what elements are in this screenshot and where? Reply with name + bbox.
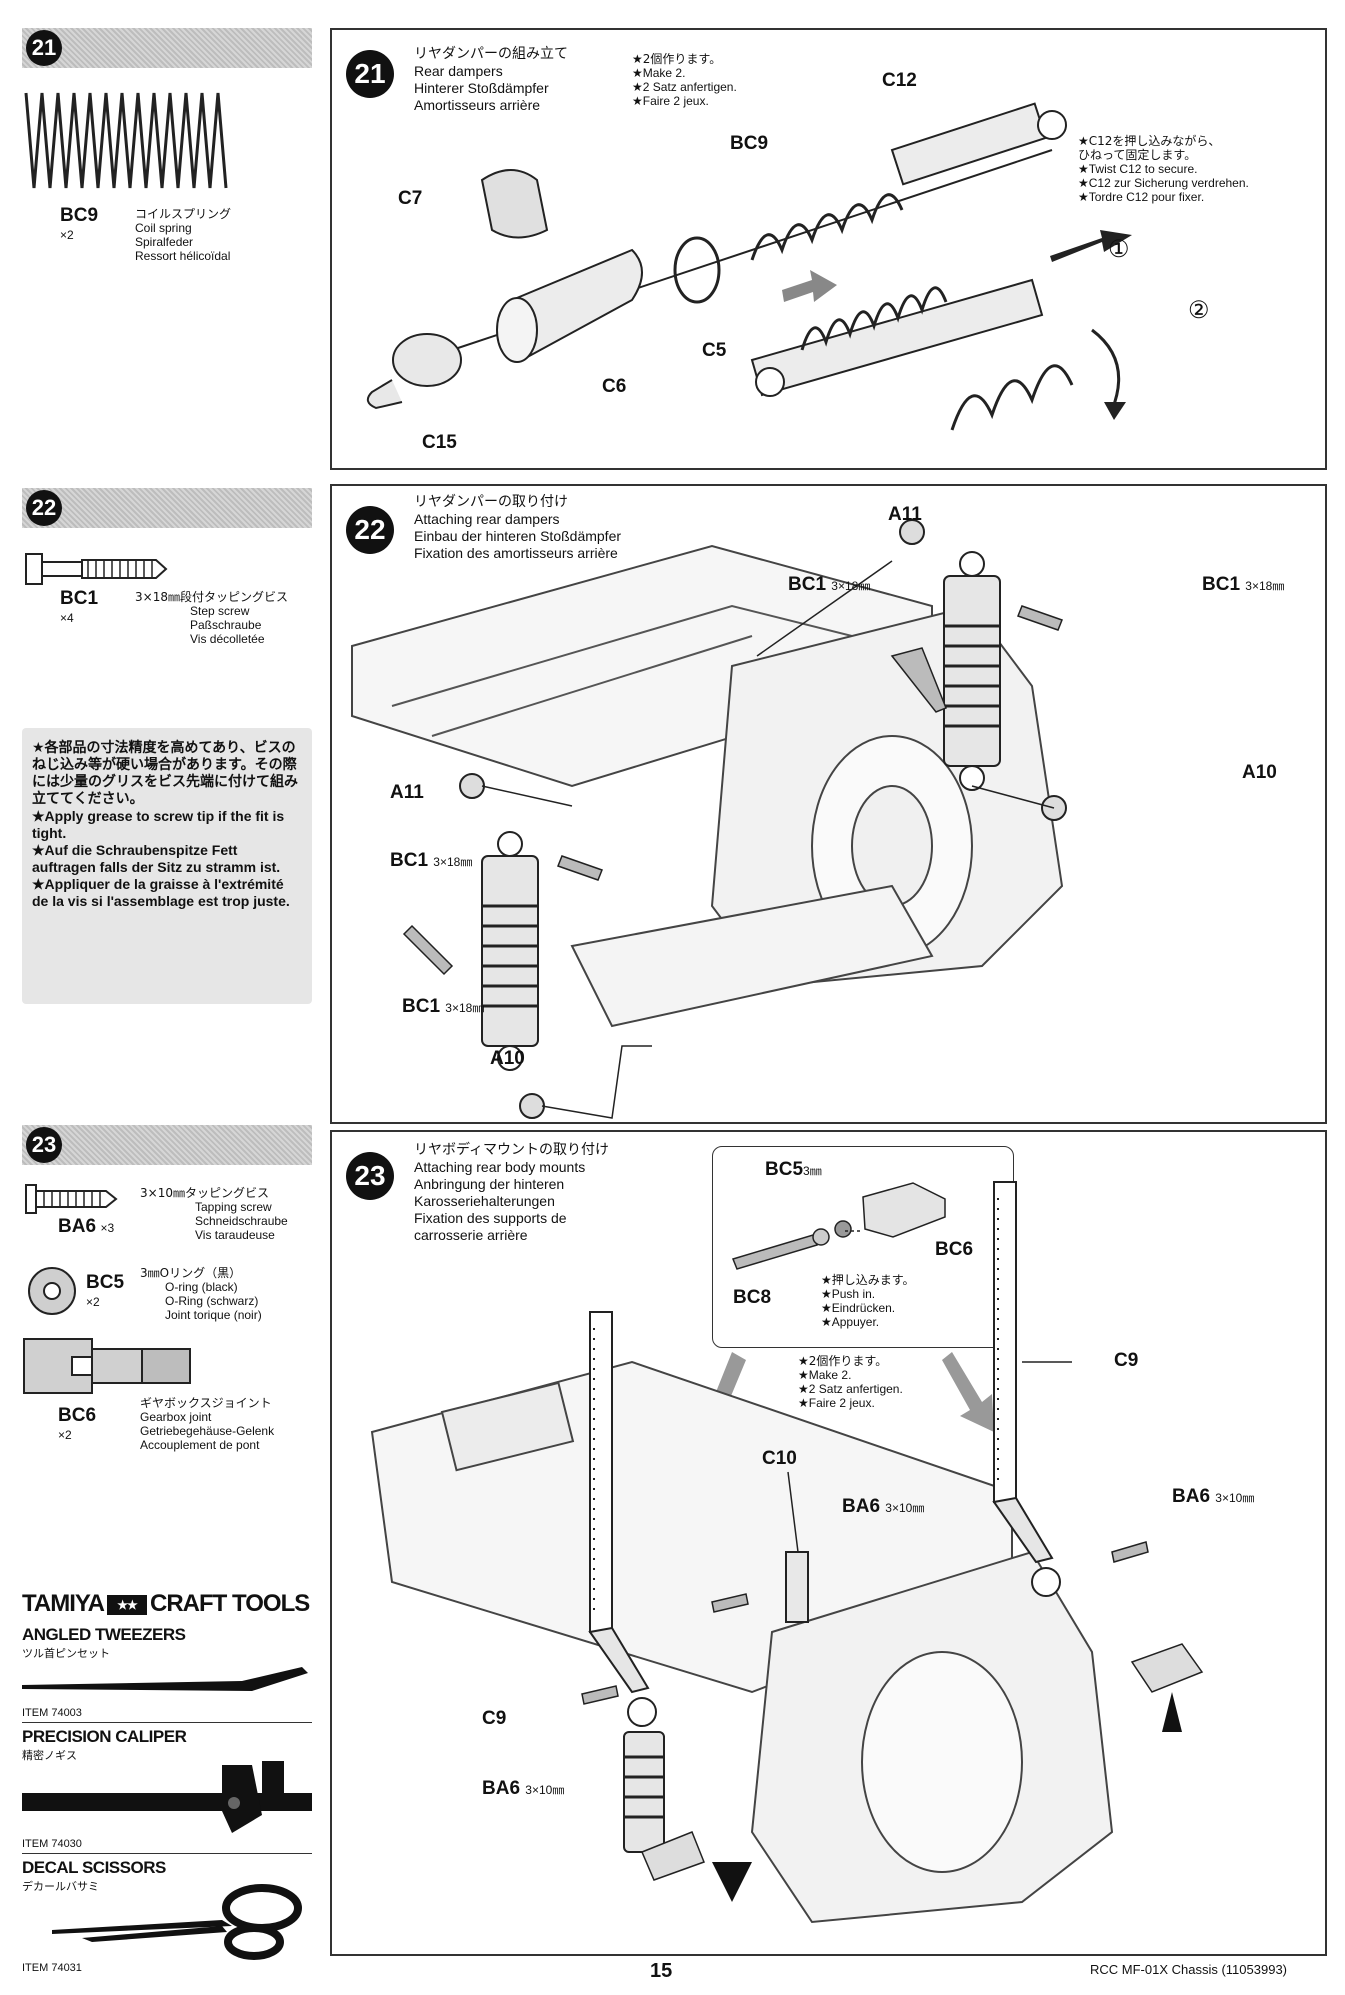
step22-panel-badge: 22: [346, 506, 394, 554]
label-a10-bottom: A10: [490, 1048, 525, 1069]
label-a10-right: A10: [1242, 762, 1277, 783]
step23-make-note: ★2個作ります。 ★Make 2. ★2 Satz anfertigen. ★F…: [798, 1354, 903, 1410]
page-number: 15: [650, 1960, 673, 1982]
tool-item-number: ITEM 74003: [22, 1707, 82, 1719]
label-ba6-b: BA6 3×10㎜: [1172, 1486, 1255, 1507]
step23-panel: 23 リヤボディマウントの取り付け Attaching rear body mo…: [330, 1130, 1327, 1956]
label-c9-left: C9: [482, 1708, 507, 1729]
label-bc1-c: BC1 3×18㎜: [390, 850, 473, 871]
label-bc1-b: BC1 3×18㎜: [1202, 574, 1285, 595]
step22-panel: 22 リヤダンパーの取り付け Attaching rear dampers Ei…: [330, 484, 1327, 1124]
step21-number-badge: 21: [26, 30, 62, 66]
chassis-body-mount-drawing: [370, 1181, 1204, 1924]
label-bc1-a: BC1 3×18㎜: [788, 574, 871, 595]
label-ba6-c: BA6 3×10㎜: [482, 1778, 565, 1799]
label-a11-top: A11: [888, 504, 922, 525]
part-qty: ×2: [60, 228, 74, 242]
label-bc6: BC6: [935, 1239, 974, 1260]
tapping-screw-icon: [25, 1184, 118, 1214]
gearbox-joint-icon: [23, 1338, 191, 1394]
label-step-2: ②: [1188, 297, 1210, 324]
step-screw-icon: [25, 553, 168, 585]
label-ba6-a: BA6 3×10㎜: [842, 1496, 925, 1517]
step23-panel-badge: 23: [346, 1152, 394, 1200]
label-c7: C7: [398, 188, 423, 209]
label-bc1-d: BC1 3×18㎜: [402, 996, 485, 1017]
grease-note: ★各部品の寸法精度を高めてあり、ビスのねじ込み等が硬い場合があります。その際には…: [22, 728, 312, 1004]
label-bc9: BC9: [730, 133, 769, 154]
label-bc8: BC8: [733, 1287, 772, 1308]
tweezers-icon: [22, 1667, 308, 1691]
label-c10: C10: [762, 1448, 797, 1469]
tool-name: ANGLED TWEEZERS: [22, 1625, 186, 1644]
step23-title: リヤボディマウントの取り付け Attaching rear body mount…: [414, 1142, 610, 1243]
part-ba6: BA6 ×3: [58, 1216, 115, 1237]
scissors-icon: [52, 1884, 302, 1960]
step21-panel: 21 リヤダンパーの組み立て Rear dampers Hinterer Sto…: [330, 28, 1327, 470]
step21-twist-note: ★C12を押し込みながら、 ひねって固定します。 ★Twist C12 to s…: [1078, 134, 1249, 204]
step23-part-header: 23: [22, 1125, 312, 1165]
part-names: 3×10㎜タッピングビス Tapping screw Schneidschrau…: [140, 1186, 288, 1242]
damper-exploded-drawing: [366, 102, 1132, 431]
tool-name: PRECISION CALIPER: [22, 1727, 187, 1746]
part-names: ギヤボックスジョイント Gearbox joint Getriebegehäus…: [140, 1396, 275, 1452]
label-c6: C6: [602, 376, 627, 397]
part-names: 3㎜Oリング（黒） O-ring (black) O-Ring (schwarz…: [140, 1266, 262, 1322]
label-step-1: ①: [1108, 236, 1130, 263]
step21-make-note: ★2個作ります。 ★Make 2. ★2 Satz anfertigen. ★F…: [632, 52, 737, 108]
chassis-rear-drawing: [351, 519, 1067, 1119]
label-c9-right: C9: [1114, 1350, 1139, 1371]
label-c15: C15: [422, 432, 457, 453]
tool-divider: [22, 1722, 312, 1723]
push-in-note: ★押し込みます。 ★Push in. ★Eindrücken. ★Appuyer…: [821, 1273, 915, 1329]
tool-name: DECAL SCISSORS: [22, 1858, 166, 1877]
joint-inset-box: BC53㎜ BC6 BC8 ★押し込みます。 ★Push in. ★Eindrü…: [712, 1146, 1014, 1348]
label-c12: C12: [882, 70, 917, 91]
tool-item-number: ITEM 74030: [22, 1838, 82, 1850]
o-ring-icon: [28, 1267, 76, 1315]
tool-jp-name: 精密ノギス: [22, 1749, 77, 1762]
part-qty: ×2: [58, 1428, 72, 1442]
caliper-icon: [22, 1761, 312, 1833]
step22-number-badge: 22: [26, 490, 62, 526]
step22-title: リヤダンパーの取り付け Attaching rear dampers Einba…: [414, 494, 622, 561]
step21-panel-badge: 21: [346, 50, 394, 98]
step21-title: リヤダンパーの組み立て Rear dampers Hinterer Stoßdä…: [414, 46, 568, 113]
tool-jp-name: ツル首ピンセット: [22, 1647, 110, 1660]
part-names: 3×18㎜段付タッピングビス Step screw Paßschraube Vi…: [135, 590, 288, 646]
joint-inset-drawing: [731, 1182, 946, 1270]
part-code: BC9: [60, 205, 99, 226]
part-qty: ×2: [86, 1295, 100, 1309]
tamiya-craft-tools-logo: TAMIYA★★CRAFT TOOLS: [22, 1590, 310, 1617]
label-a11-left: A11: [390, 782, 424, 803]
part-code: BC5: [86, 1272, 125, 1293]
tool-item-number: ITEM 74031: [22, 1962, 82, 1974]
step21-part-header: 21: [22, 28, 312, 68]
step23-number-badge: 23: [26, 1127, 62, 1163]
tool-jp-name: デカールバサミ: [22, 1880, 99, 1893]
coil-spring-icon: [24, 92, 228, 189]
part-code: BC6: [58, 1405, 97, 1426]
part-qty: ×4: [60, 611, 74, 625]
part-names: コイルスプリング Coil spring Spiralfeder Ressort…: [135, 207, 232, 263]
tamiya-star-mark-icon: ★★: [107, 1595, 148, 1615]
part-code: BC1: [60, 588, 99, 609]
manual-title: RCC MF-01X Chassis (11053993): [1090, 1962, 1287, 1977]
label-c5: C5: [702, 340, 727, 361]
label-bc5: BC53㎜: [765, 1159, 822, 1180]
tool-divider: [22, 1853, 312, 1854]
step22-part-header: 22: [22, 488, 312, 528]
